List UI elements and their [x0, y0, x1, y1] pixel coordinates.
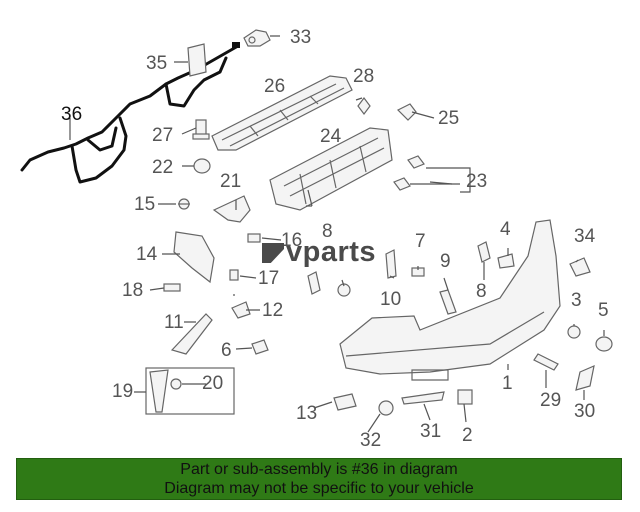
callout-9: 9 — [440, 251, 451, 272]
part-19-panel[interactable] — [145, 367, 235, 415]
callout-8-upper: 8 — [322, 221, 333, 242]
part-2-bracket[interactable] — [457, 389, 473, 405]
callout-13: 13 — [296, 403, 317, 424]
part-9-strip[interactable] — [439, 289, 457, 315]
part-8-clips[interactable] — [307, 241, 491, 297]
watermark-text: vparts — [286, 236, 377, 268]
callout-18: 18 — [122, 280, 143, 301]
callout-2: 2 — [462, 425, 473, 446]
callout-31: 31 — [420, 421, 441, 442]
callout-19: 19 — [112, 381, 133, 402]
callout-22: 22 — [152, 157, 173, 178]
part-20-clip[interactable] — [170, 378, 182, 390]
callout-14: 14 — [136, 244, 158, 265]
part-10-seal[interactable] — [385, 249, 397, 279]
part-18-bolt[interactable] — [163, 283, 181, 292]
callout-26: 26 — [264, 76, 285, 97]
part-11-bracket[interactable] — [170, 313, 213, 355]
part-6-clip[interactable] — [251, 339, 269, 355]
part-24-absorber[interactable] — [269, 127, 393, 211]
part-29-bolt[interactable] — [533, 353, 559, 371]
callout-3: 3 — [571, 290, 582, 311]
callout-8-lower: 8 — [476, 281, 487, 302]
callout-11: 11 — [164, 312, 184, 333]
callout-29: 29 — [540, 390, 561, 411]
callout-15: 15 — [134, 194, 155, 215]
callout-35: 35 — [146, 53, 167, 74]
part-34-sensor[interactable] — [569, 257, 591, 277]
part-22-plug[interactable] — [193, 158, 211, 174]
callout-1: 1 — [502, 373, 513, 394]
callout-17: 17 — [258, 268, 279, 289]
part-21-bracket[interactable] — [212, 195, 251, 223]
banner-line-2: Diagram may not be specific to your vehi… — [164, 480, 474, 497]
callout-6: 6 — [221, 340, 232, 361]
callout-24: 24 — [320, 126, 342, 147]
callout-20: 20 — [202, 373, 223, 394]
info-banner: Part or sub-assembly is #36 in diagram D… — [16, 458, 622, 500]
part-1-bumper-cover[interactable] — [339, 219, 561, 381]
callout-36: 36 — [61, 104, 82, 125]
vparts-watermark: vparts — [262, 236, 376, 269]
callout-33: 33 — [290, 27, 311, 48]
callout-32: 32 — [360, 430, 381, 451]
part-15-clip[interactable] — [178, 198, 190, 210]
callout-4: 4 — [500, 219, 511, 240]
part-23-bolts[interactable] — [393, 155, 425, 191]
callout-5: 5 — [598, 300, 609, 321]
part-26-reinforcement[interactable] — [211, 75, 353, 151]
part-35-pad[interactable] — [187, 43, 207, 77]
callout-7: 7 — [415, 231, 426, 252]
callout-10: 10 — [380, 289, 401, 310]
part-27-bolt[interactable] — [192, 119, 210, 140]
vparts-logo-icon — [262, 243, 284, 263]
part-5-cap[interactable] — [595, 336, 613, 352]
leader-lines — [69, 35, 605, 433]
part-28-nut[interactable] — [357, 97, 371, 115]
callout-16: 16 — [281, 230, 302, 251]
callout-numbers: 33 35 36 26 28 25 27 24 22 23 21 15 16 8… — [61, 27, 609, 451]
part-31-reflector[interactable] — [401, 391, 445, 405]
part-4-sensor[interactable] — [497, 253, 515, 269]
part-32-sensor[interactable] — [378, 400, 394, 416]
callout-27: 27 — [152, 125, 173, 146]
callout-34: 34 — [574, 226, 596, 247]
callout-12: 12 — [262, 300, 283, 321]
part-13-cover[interactable] — [333, 393, 357, 411]
part-14-bracket[interactable] — [173, 231, 215, 284]
part-3-sensor[interactable] — [567, 325, 581, 339]
part-33-connector[interactable] — [243, 29, 271, 47]
part-17-screw[interactable] — [229, 269, 239, 281]
callout-23: 23 — [466, 171, 487, 192]
part-25-clip[interactable] — [396, 103, 417, 121]
callout-28: 28 — [353, 66, 374, 87]
callout-21: 21 — [220, 171, 241, 192]
callout-30: 30 — [574, 401, 595, 422]
part-30-plate[interactable] — [575, 364, 595, 391]
part-12-clip[interactable] — [231, 301, 251, 319]
part-16-clip[interactable] — [247, 233, 261, 243]
banner-line-1: Part or sub-assembly is #36 in diagram — [180, 461, 458, 478]
callout-25: 25 — [438, 108, 459, 129]
